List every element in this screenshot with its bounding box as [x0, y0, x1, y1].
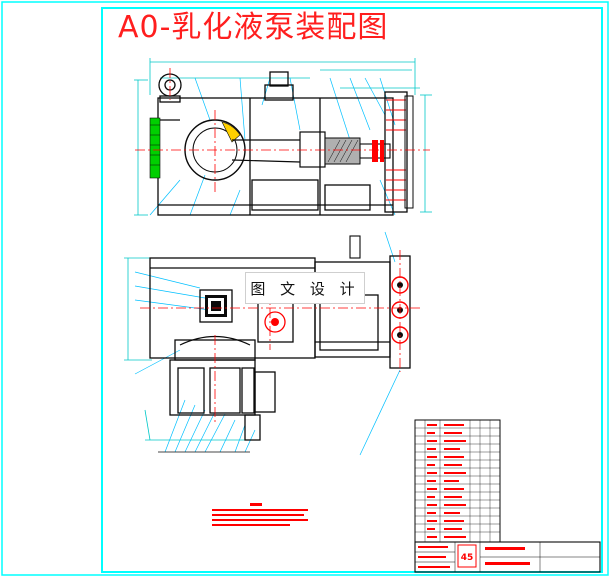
technical-requirements: [212, 503, 308, 526]
front-section-view: [134, 58, 432, 216]
drawing-title: A0-乳化液泵装配图: [118, 10, 389, 45]
title-block-number: 45: [461, 553, 474, 563]
inner-frame: [101, 7, 603, 573]
plan-view: [124, 231, 420, 456]
parts-list: [414, 419, 501, 543]
title-block: 45: [414, 541, 601, 573]
watermark-label: 图 文 设 计: [245, 272, 365, 304]
